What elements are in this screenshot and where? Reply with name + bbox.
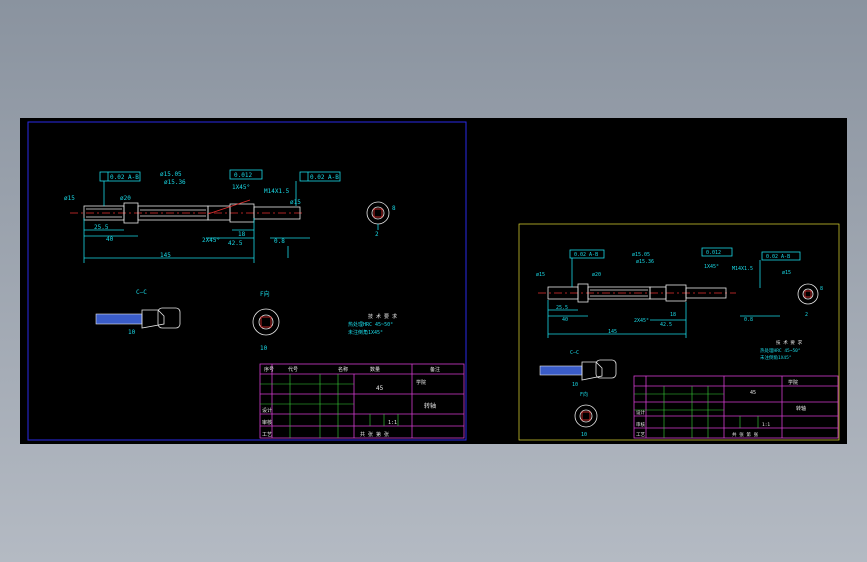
r-chamfer-2x45: 2X45° <box>634 318 649 324</box>
r-dim-10-cc: 10 <box>572 382 578 388</box>
view-f-label: F向 <box>260 290 270 298</box>
r-tolerance-right: 0.02 A-B <box>766 254 790 260</box>
r-section-cc-label: C—C <box>570 350 579 356</box>
diameter-left: ø15 <box>64 195 75 202</box>
r-dia-mid: ø20 <box>592 272 601 278</box>
r-roughness: 0.8 <box>744 317 753 323</box>
fit-dimension-1: ø15.05 <box>160 171 182 178</box>
tb-process: 工艺 <box>262 432 272 438</box>
dim-42: 42.5 <box>228 240 243 247</box>
r-dia-right: ø15 <box>782 270 791 276</box>
r-dim-18: 18 <box>670 312 676 318</box>
dim-2: 2 <box>375 231 379 238</box>
r-tb-part-name: 转轴 <box>796 405 806 412</box>
right-end-view: 8 2 <box>797 283 823 318</box>
cad-model-viewport[interactable]: 25.5 40 145 42.5 18 2X45° 0.02 A-B 0.012… <box>20 118 847 444</box>
r-tb-process: 工艺 <box>636 432 645 438</box>
section-cc-label: C—C <box>136 289 147 296</box>
dim-10-f: 10 <box>260 345 268 352</box>
left-end-view: 8 2 <box>366 201 396 238</box>
tb-name: 名称 <box>338 366 348 373</box>
dim-145: 145 <box>160 252 171 259</box>
right-tech-notes: 技 术 要 求 热处理HRC 45~50° 未注倒角1X45° <box>760 339 803 361</box>
r-tb-sheet: 共 张 第 张 <box>732 431 759 438</box>
r-dia-left: ø15 <box>536 272 545 278</box>
left-shaft-main-view: 25.5 40 145 42.5 18 2X45° 0.02 A-B 0.012… <box>64 169 341 263</box>
r-note-1: 热处理HRC 45~50° <box>760 347 801 354</box>
dim-18: 18 <box>238 231 246 238</box>
fit-dimension-2: ø15.36 <box>164 179 186 186</box>
r-dim-145: 145 <box>608 329 617 335</box>
r-tolerance-left: 0.02 A-B <box>574 252 598 258</box>
tolerance-flatness: 0.012 <box>234 172 252 179</box>
notes-title: 技 术 要 求 <box>368 313 397 320</box>
left-view-f: F向 10 <box>252 290 280 352</box>
r-note-2: 未注倒角1X45° <box>760 354 792 361</box>
dim-10-cc: 10 <box>128 329 136 336</box>
tb-row-label: 序号 <box>264 366 274 373</box>
chamfer-2x45: 2X45° <box>202 237 220 244</box>
r-dim-25: 25.5 <box>556 305 568 311</box>
r-tb-checker: 审核 <box>636 421 645 428</box>
tb-material: 45 <box>376 385 384 392</box>
tb-remark: 备注 <box>430 366 440 373</box>
note-2: 未注倒角1X45° <box>348 329 383 336</box>
r-chamfer-1x45: 1X45° <box>704 264 719 270</box>
dim-25: 25.5 <box>94 224 109 231</box>
dim-8: 8 <box>392 205 396 212</box>
r-tb-material: 45 <box>750 390 756 396</box>
r-tolerance-flatness: 0.012 <box>706 250 721 256</box>
tb-company: 学院 <box>416 379 426 386</box>
tb-part-name: 转轴 <box>424 402 436 410</box>
r-dim-42: 42.5 <box>660 322 672 328</box>
tolerance-right: 0.02 A-B <box>310 174 339 181</box>
thread-spec: M14X1.5 <box>264 188 290 195</box>
tb-checker: 审核 <box>262 419 272 426</box>
left-tech-notes: 技 术 要 求 热处理HRC 45~50° 未注倒角1X45° <box>348 313 397 336</box>
tb-scale: 1:1 <box>388 420 397 426</box>
diameter-right: ø15 <box>290 199 301 206</box>
right-shaft-main-view: 25.5 40 145 42.5 18 2X45° 0.02 A-B 0.012… <box>536 247 801 338</box>
r-dim-40: 40 <box>562 317 568 323</box>
r-tb-scale: 1:1 <box>762 422 770 428</box>
tb-qty: 数量 <box>370 366 380 373</box>
r-view-f-label: F向 <box>580 391 588 398</box>
right-section-cc: C—C 10 <box>539 350 617 388</box>
tb-sheet: 共 张 第 张 <box>360 431 389 438</box>
r-fit-2: ø15.36 <box>636 259 654 265</box>
left-drawing-sheet: 25.5 40 145 42.5 18 2X45° 0.02 A-B 0.012… <box>27 121 467 441</box>
right-drawing-sheet: 25.5 40 145 42.5 18 2X45° 0.02 A-B 0.012… <box>518 223 840 441</box>
r-dim-2: 2 <box>805 312 808 318</box>
r-tb-company: 学院 <box>788 379 798 386</box>
r-fit-1: ø15.05 <box>632 252 650 258</box>
left-section-cc: C—C 10 <box>95 289 181 336</box>
tb-code: 代号 <box>288 366 298 373</box>
r-tb-designer: 设计 <box>636 409 645 416</box>
r-thread: M14X1.5 <box>732 266 753 272</box>
right-title-block: 45 学院 转轴 设计 审核 工艺 1:1 共 张 第 张 <box>633 375 839 439</box>
tolerance-left: 0.02 A-B <box>110 174 139 181</box>
right-sheet-border <box>518 223 840 441</box>
r-dim-8: 8 <box>820 286 823 292</box>
roughness-note: 0.8 <box>274 238 285 245</box>
tb-designer: 设计 <box>262 407 272 414</box>
left-title-block: 序号 代号 名称 数量 备注 45 学院 转轴 设计 审核 工艺 1:1 共 张… <box>259 363 465 439</box>
r-dim-10-f: 10 <box>581 432 587 438</box>
right-view-f: F向 10 <box>574 391 598 438</box>
note-1: 热处理HRC 45~50° <box>348 321 393 328</box>
left-sheet-border <box>27 121 467 441</box>
chamfer-1x45: 1X45° <box>232 184 250 191</box>
dim-40: 40 <box>106 236 114 243</box>
diameter-mid: ø20 <box>120 195 131 202</box>
r-notes-title: 技 术 要 求 <box>776 339 803 346</box>
